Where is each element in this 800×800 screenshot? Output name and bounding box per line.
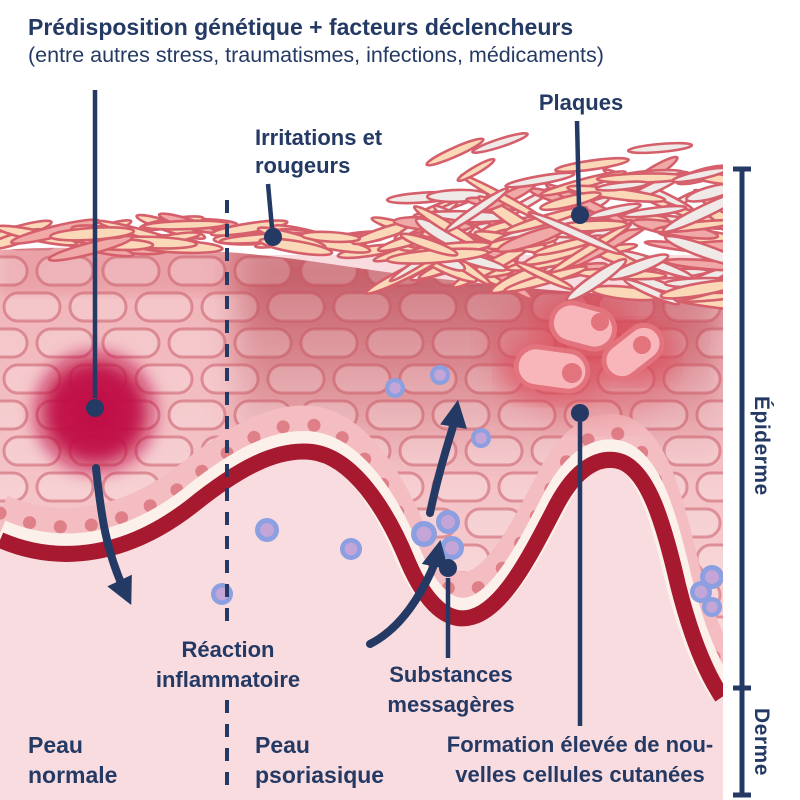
label-peau-normale: Peau normale — [28, 730, 117, 790]
label-reaction-line2: inflammatoire — [155, 667, 301, 692]
membrane-red-line — [0, 443, 723, 702]
label-derme: Derme — [750, 708, 773, 776]
label-reaction-inflammatoire: Réaction inflammatoire — [128, 635, 328, 695]
substances-arrow-lower — [366, 539, 449, 648]
plaques-pointer-line — [574, 120, 582, 207]
substances-arrow-upper — [426, 399, 467, 517]
diagram-title: Prédisposition génétique + facteurs décl… — [28, 14, 574, 40]
annotation-lines — [86, 90, 751, 798]
label-plaques: Plaques — [538, 90, 624, 115]
label-formation-line2: velles cellules cutanées — [455, 762, 705, 787]
genetic-pointer-dot — [86, 399, 104, 417]
label-peau-normale-line2: normale — [28, 762, 118, 788]
formation-pointer-dot — [571, 404, 589, 422]
new-skin-cells — [513, 300, 665, 394]
label-substances-messageres: Substances messagères — [351, 660, 551, 720]
label-irritations-line1: Irritations et — [255, 125, 383, 150]
plaques-pointer-dot — [571, 206, 589, 224]
label-peau-normale-line1: Peau — [28, 732, 83, 758]
label-reaction-line1: Réaction — [181, 637, 275, 662]
label-formation-cellules: Formation élevée de nou- velles cellules… — [430, 730, 730, 790]
label-peau-psoriasique-line1: Peau — [255, 732, 310, 758]
label-peau-psoriasique-line2: psoriasique — [255, 762, 385, 788]
irritations-pointer-dot — [264, 228, 282, 246]
label-peau-psoriasique: Peau psoriasique — [255, 730, 384, 790]
diagram-subtitle: (entre autres stress, traumatismes, infe… — [28, 43, 604, 67]
label-substances-line1: Substances — [389, 662, 513, 687]
label-irritations-line2: rougeurs — [255, 153, 351, 178]
inflammation-arrow — [92, 464, 132, 606]
label-epiderme: Épiderme — [750, 396, 773, 496]
substances-pointer-dot — [439, 559, 457, 577]
label-irritations: Irritations et rougeurs — [255, 124, 382, 180]
irritations-pointer-line — [265, 183, 275, 229]
layer-bracket — [733, 166, 751, 798]
label-formation-line1: Formation élevée de nou- — [446, 732, 714, 757]
label-substances-line2: messagères — [387, 692, 515, 717]
